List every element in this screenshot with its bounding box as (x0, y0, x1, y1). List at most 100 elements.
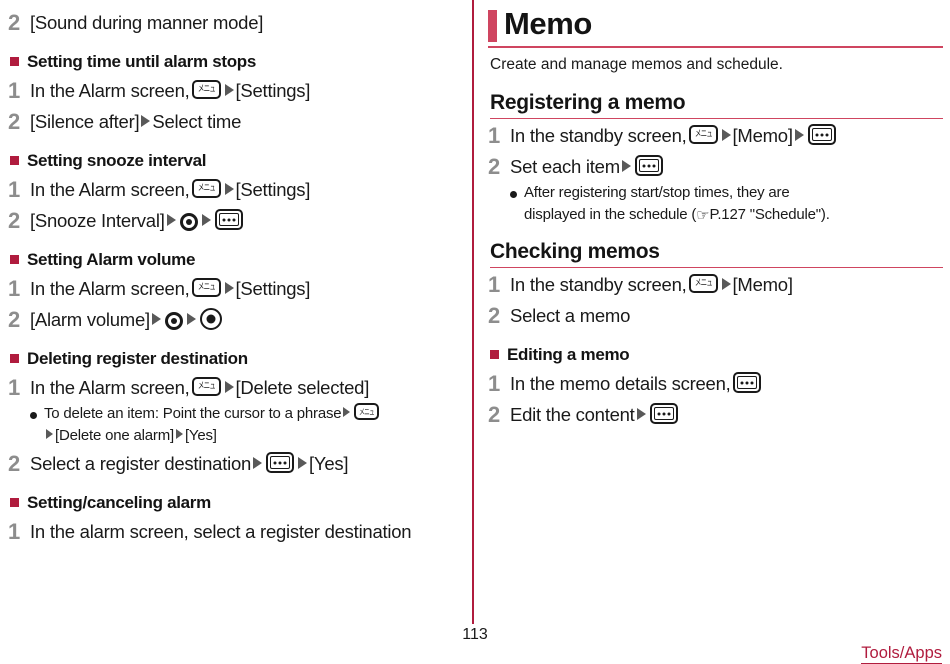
step-item: 2 [Snooze Interval] (8, 207, 463, 235)
select-key-icon (214, 209, 243, 230)
step-label-pre: In the Alarm screen, (30, 278, 190, 299)
step-label-pre: In the Alarm screen, (30, 80, 190, 101)
dot-bullet-icon (30, 412, 37, 419)
page-number: 113 (462, 626, 488, 643)
step-item: 1 In the Alarm screen,[Delete selected] (8, 374, 463, 402)
menu-key-icon (191, 278, 221, 297)
page-footer: 113 Tools/Apps (0, 622, 950, 664)
pointing-hand-icon: ☞ (696, 206, 710, 224)
step-number: 1 (488, 272, 501, 297)
nav-key-icon (179, 213, 198, 231)
step-number: 2 (488, 303, 501, 328)
subsection-heading-label: Setting Alarm volume (27, 250, 196, 269)
arrow-right-icon (175, 429, 183, 439)
step-number: 2 (8, 451, 21, 476)
arrow-right-icon (721, 129, 731, 141)
section-tag: Tools/Apps (861, 644, 942, 664)
step-item: 2 Select a register destination [Yes] (8, 450, 463, 478)
subsection-heading-label: Setting time until alarm stops (27, 52, 257, 71)
subsection-heading-label: Setting snooze interval (27, 151, 207, 170)
step-text: Set each item (510, 153, 665, 181)
chapter-accent-bar-icon (488, 10, 497, 42)
arrow-right-icon (224, 84, 234, 96)
arrow-right-icon (224, 282, 234, 294)
arrow-right-icon (794, 129, 804, 141)
subsection-heading-setting-snooze-interval: Setting snooze interval (10, 149, 463, 173)
step-number: 2 (8, 307, 21, 332)
red-square-bullet-icon (10, 354, 19, 363)
subsection-heading-setting-canceling-alarm: Setting/canceling alarm (10, 491, 463, 515)
arrow-right-icon (636, 408, 646, 420)
arrow-right-icon (224, 381, 234, 393)
step-text: [Sound during manner mode] (30, 9, 263, 37)
subsection-heading-label: Deleting register destination (27, 349, 248, 368)
step-number: 2 (8, 10, 21, 35)
arrow-right-icon (46, 429, 53, 439)
step-text: In the standby screen,[Memo] (510, 122, 838, 150)
step-number: 1 (488, 371, 501, 396)
step-label-pre: [Alarm volume] (30, 309, 150, 330)
step-item: 1 In the standby screen,[Memo] (488, 122, 943, 150)
step-text: In the Alarm screen,[Delete selected] (30, 374, 369, 402)
step-item: 1 In the memo details screen, (488, 370, 943, 398)
red-square-bullet-icon (10, 57, 19, 66)
step-number: 2 (8, 109, 21, 134)
arrow-right-icon (141, 115, 151, 127)
select-key-icon (732, 372, 761, 393)
select-key-icon (649, 403, 678, 424)
note-item: After registering start/stop times, they… (510, 182, 943, 226)
step-text: [Alarm volume] (30, 306, 224, 334)
note-line2-a: [Delete one alarm] (55, 427, 174, 444)
chapter-description: Create and manage memos and schedule. (490, 56, 783, 73)
step-item: 2 [Silence after]Select time (8, 108, 463, 136)
step-text: [Snooze Interval] (30, 207, 245, 235)
step-text: [Silence after]Select time (30, 108, 241, 136)
step-number: 1 (8, 78, 21, 103)
arrow-right-icon (253, 457, 263, 469)
right-column: Memo Create and manage memos and schedul… (488, 6, 943, 429)
subsection-heading-setting-alarm-volume: Setting Alarm volume (10, 248, 463, 272)
step-item: 1 In the alarm screen, select a register… (8, 518, 463, 546)
step-text: Select a memo (510, 305, 631, 326)
step-item: 2 Edit the content (488, 401, 943, 429)
step-label-post: Select time (152, 111, 242, 132)
step-text: Select a register destination [Yes] (30, 450, 349, 478)
step-number: 2 (488, 402, 501, 427)
step-number: 1 (8, 177, 21, 202)
step-label-pre: In the Alarm screen, (30, 179, 190, 200)
arrow-right-icon (721, 278, 731, 290)
step-number: 2 (488, 154, 501, 179)
step-label-pre: In the Alarm screen, (30, 377, 190, 398)
step-text: In the alarm screen, select a register d… (30, 521, 412, 542)
arrow-right-icon (621, 160, 631, 172)
note-item: To delete an item: Point the cursor to a… (30, 403, 463, 447)
step-item: 2 [Sound during manner mode] (8, 9, 463, 37)
step-label-pre: Select a register destination (30, 453, 252, 474)
step-text: In the standby screen,[Memo] (510, 271, 793, 299)
step-label-post: [Yes] (309, 453, 349, 474)
center-key-icon (199, 308, 222, 330)
page-title: Memo (504, 6, 592, 41)
left-column: 2 [Sound during manner mode] Setting tim… (8, 6, 463, 546)
menu-key-icon (191, 179, 221, 198)
step-item: 1 In the Alarm screen,[Settings] (8, 176, 463, 204)
chapter-header: Memo (488, 6, 943, 48)
step-item: 1 In the Alarm screen,[Settings] (8, 77, 463, 105)
step-label-pre: [Snooze Interval] (30, 210, 165, 231)
step-number: 1 (8, 375, 21, 400)
step-item: 1 In the Alarm screen,[Settings] (8, 275, 463, 303)
red-square-bullet-icon (10, 156, 19, 165)
step-text: Edit the content (510, 401, 680, 429)
arrow-right-icon (224, 183, 234, 195)
step-label-pre: Set each item (510, 156, 620, 177)
select-key-icon (807, 124, 836, 145)
note-line1: After registering start/stop times, they… (524, 184, 790, 201)
subsection-heading-deleting-register-destination: Deleting register destination (10, 347, 463, 371)
note-text: After registering start/stop times, they… (524, 182, 830, 226)
step-label-pre: In the standby screen, (510, 274, 687, 295)
subsection-heading-editing-a-memo: Editing a memo (490, 343, 943, 367)
red-square-bullet-icon (490, 350, 499, 359)
red-square-bullet-icon (10, 498, 19, 507)
arrow-right-icon (151, 313, 161, 325)
